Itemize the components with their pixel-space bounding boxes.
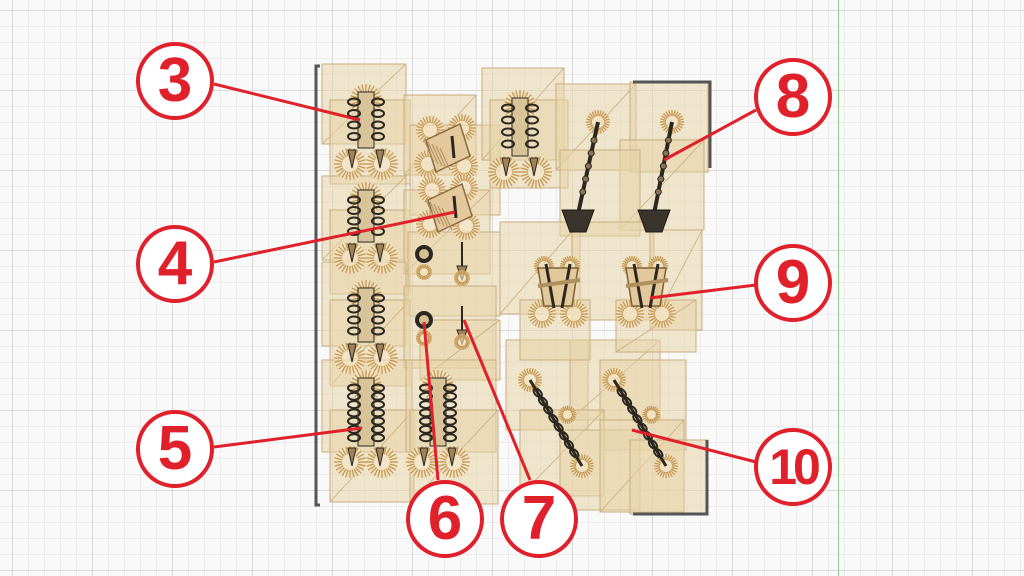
- furniture-items[interactable]: [334, 84, 684, 478]
- callout-10[interactable]: 10: [754, 428, 832, 506]
- light-flare: [418, 176, 446, 204]
- item-8-fixture: [561, 110, 610, 233]
- light-flare: [366, 148, 398, 180]
- callout-7[interactable]: 7: [500, 480, 578, 558]
- item-10-fixture: [602, 368, 678, 478]
- leader-line: [631, 428, 757, 464]
- light-flare: [334, 446, 366, 478]
- callout-10-label: 10: [769, 439, 821, 495]
- callout-3[interactable]: 3: [136, 42, 214, 120]
- callout-4-label: 4: [157, 229, 193, 298]
- item-6-fixture: [415, 245, 433, 280]
- room-walls: [314, 64, 712, 516]
- callout-leaders: [213, 82, 757, 481]
- leader-line: [422, 321, 440, 481]
- light-flare: [586, 110, 610, 134]
- leader-line: [213, 210, 456, 264]
- light-flare: [406, 446, 438, 478]
- callout-8[interactable]: 8: [754, 58, 832, 136]
- light-flare: [366, 242, 398, 274]
- item-7-fixture: [454, 242, 470, 286]
- light-flare: [366, 446, 398, 478]
- leader-line: [462, 319, 532, 481]
- light-flare: [560, 300, 588, 328]
- light-flare: [416, 264, 432, 280]
- callout-9[interactable]: 9: [754, 244, 832, 322]
- item-10-fixture: [518, 368, 594, 478]
- light-flare: [454, 270, 470, 286]
- light-flare: [488, 156, 520, 188]
- callout-5[interactable]: 5: [136, 410, 214, 488]
- light-flare: [366, 342, 398, 374]
- light-flare: [334, 242, 366, 274]
- item-4-fixture: [416, 174, 480, 240]
- item-9-fixture: [528, 256, 588, 328]
- light-flare: [558, 405, 577, 424]
- callout-6[interactable]: 6: [406, 480, 484, 558]
- leader-line: [649, 283, 757, 300]
- callout-4[interactable]: 4: [136, 225, 214, 303]
- leader-line: [213, 426, 363, 449]
- axis-guide-line: [838, 0, 839, 576]
- item-3-fixture: [488, 90, 552, 188]
- item-7-fixture: [454, 306, 470, 350]
- light-flare: [334, 342, 366, 374]
- light-flare: [454, 334, 470, 350]
- leader-line: [663, 108, 757, 162]
- item-4-fixture: [414, 114, 478, 180]
- callout-3-label: 3: [157, 46, 193, 115]
- light-flare: [528, 300, 556, 328]
- light-flare: [642, 405, 661, 424]
- callout-6-label: 6: [427, 484, 463, 553]
- callout-5-label: 5: [157, 414, 193, 483]
- callout-7-label: 7: [521, 484, 557, 553]
- leader-line: [213, 82, 361, 122]
- item-8-fixture: [637, 110, 684, 233]
- item-3-fixture: [334, 84, 398, 180]
- callout-8-label: 8: [775, 62, 811, 131]
- callout-9-label: 9: [775, 248, 811, 317]
- item-3-fixture: [334, 280, 398, 374]
